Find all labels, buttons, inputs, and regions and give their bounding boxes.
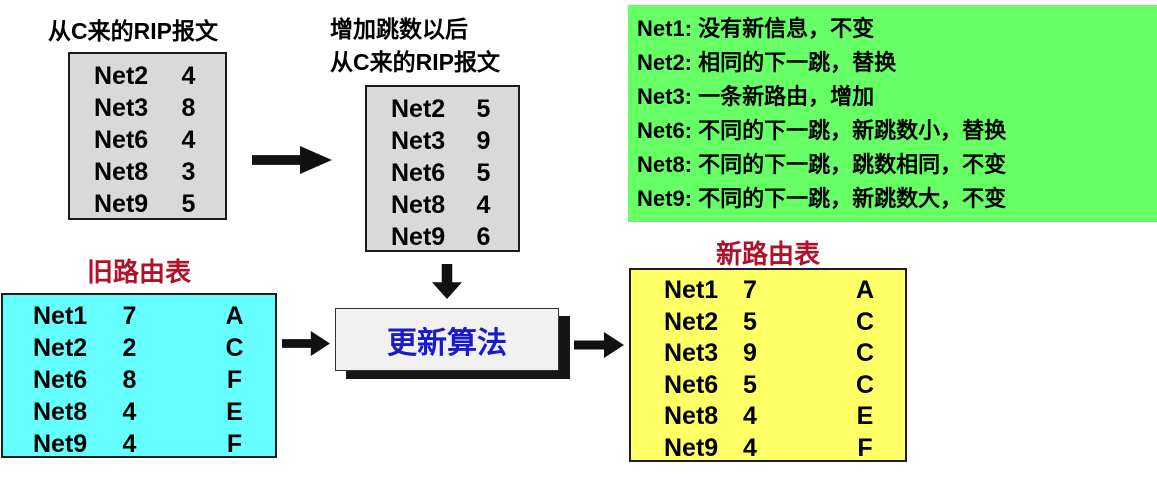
net-label: Net6 [33,366,88,394]
net-label: Net6 [664,370,719,399]
hops-value: 2 [122,334,137,362]
old-routing-table: Net1 7 A Net2 2 C Net6 8 F Net8 4 E Net9… [1,293,277,458]
net-label: Net6 [94,126,149,154]
old-routing-table-title: 旧路由表 [86,257,191,287]
net-label: Net9 [664,433,719,462]
net-label: Net3 [391,127,446,155]
hops-value: 8 [122,366,137,394]
hops-value: 7 [743,276,757,304]
arrow-right-icon [252,146,332,174]
table-row: Net9 4 F [3,428,275,460]
table-row: Net8 3 [70,156,225,188]
rip-incremented-title: 增加跳数以后从C来的RIP报文 [330,13,500,79]
net-label: Net9 [33,430,88,458]
next-hop-value: C [225,334,244,362]
net-label: Net3 [94,94,149,122]
net-label: Net2 [391,95,446,123]
rip-incremented-title-line2: 从C来的RIP报文 [330,49,500,75]
table-row: Net3 9 [367,125,518,157]
net-label: Net2 [664,307,719,336]
hops-value: 6 [476,223,491,251]
table-row: Net6 8 F [3,364,275,396]
net-label: Net2 [33,334,88,362]
net-label: Net1 [664,276,719,304]
net-label: Net8 [94,158,149,186]
hops-value: 5 [476,159,491,187]
hops-value: 5 [476,95,491,123]
net-label: Net2 [94,62,149,90]
rip-incremented-table: Net2 5 Net3 9 Net6 5 Net8 4 Net9 6 [365,85,520,252]
net-label: Net1 [33,302,88,330]
next-hop-value: F [226,366,243,394]
hops-value: 9 [743,339,757,367]
update-algorithm-box: 更新算法 [335,308,559,371]
rip-incremented-title-line1: 增加跳数以后 [330,16,468,42]
net-label: Net6 [391,159,446,187]
rip-from-c-table: Net2 4 Net3 8 Net6 4 Net8 3 Net9 5 [68,52,227,220]
table-row: Net8 4 E [631,401,905,433]
table-row: Net6 5 [367,157,518,189]
new-routing-table: Net1 7 A Net2 5 C Net3 9 C Net6 5 C Net8… [629,268,907,462]
table-row: Net8 4 [367,189,518,221]
table-row: Net1 7 A [3,300,275,332]
hops-value: 4 [181,62,196,90]
table-row: Net2 2 C [3,332,275,364]
hops-value: 4 [181,126,196,154]
next-hop-value: C [855,339,875,367]
next-hop-value: E [226,398,243,426]
update-rules-panel: Net1: 没有新信息，不变 Net2: 相同的下一跳，替换 Net3: 一条新… [628,5,1157,222]
arrow-right-icon [574,332,624,358]
rule-net2: Net2: 相同的下一跳，替换 [637,50,897,75]
next-hop-value: C [855,307,875,336]
hops-value: 4 [476,191,491,219]
hops-value: 5 [181,190,196,218]
rule-net3: Net3: 一条新路由，增加 [637,84,875,109]
hops-value: 4 [743,402,757,430]
arrow-down-icon [432,264,462,299]
table-row: Net8 4 E [3,396,275,428]
rule-net1: Net1: 没有新信息，不变 [637,16,875,41]
net-label: Net8 [391,191,446,219]
hops-value: 3 [181,158,196,186]
update-algorithm-label: 更新算法 [387,326,507,360]
table-row: Net6 5 C [631,370,905,402]
net-label: Net8 [33,398,88,426]
hops-value: 5 [743,307,757,336]
next-hop-value: E [856,402,874,430]
new-routing-table-title: 新路由表 [715,239,820,269]
table-row: Net9 6 [367,221,518,253]
next-hop-value: C [855,370,875,399]
rip-from-c-title: 从C来的RIP报文 [48,18,218,44]
rule-net9: Net9: 不同的下一跳，新跳数大，不变 [637,186,1007,211]
table-row: Net9 5 [70,188,225,220]
net-label: Net3 [664,339,719,367]
table-row: Net3 8 [70,92,225,124]
table-row: Net2 5 [367,93,518,125]
table-row: Net3 9 C [631,338,905,370]
net-label: Net9 [94,190,149,218]
net-label: Net8 [664,402,719,430]
next-hop-value: A [855,276,875,304]
net-label: Net9 [391,223,446,251]
table-row: Net2 4 [70,60,225,92]
hops-value: 5 [743,370,757,399]
next-hop-value: A [225,302,244,330]
hops-value: 4 [122,398,137,426]
table-row: Net6 4 [70,124,225,156]
hops-value: 4 [743,433,757,462]
hops-value: 8 [181,94,196,122]
arrow-right-icon [282,331,330,356]
hops-value: 4 [122,430,137,458]
next-hop-value: F [226,430,243,458]
rule-net6: Net6: 不同的下一跳，新跳数小，替换 [637,118,1007,143]
hops-value: 7 [122,302,137,330]
table-row: Net9 4 F [631,433,905,465]
next-hop-value: F [857,433,873,462]
table-row: Net1 7 A [631,275,905,307]
hops-value: 9 [476,127,491,155]
rule-net8: Net8: 不同的下一跳，跳数相同，不变 [637,152,1007,177]
table-row: Net2 5 C [631,307,905,339]
